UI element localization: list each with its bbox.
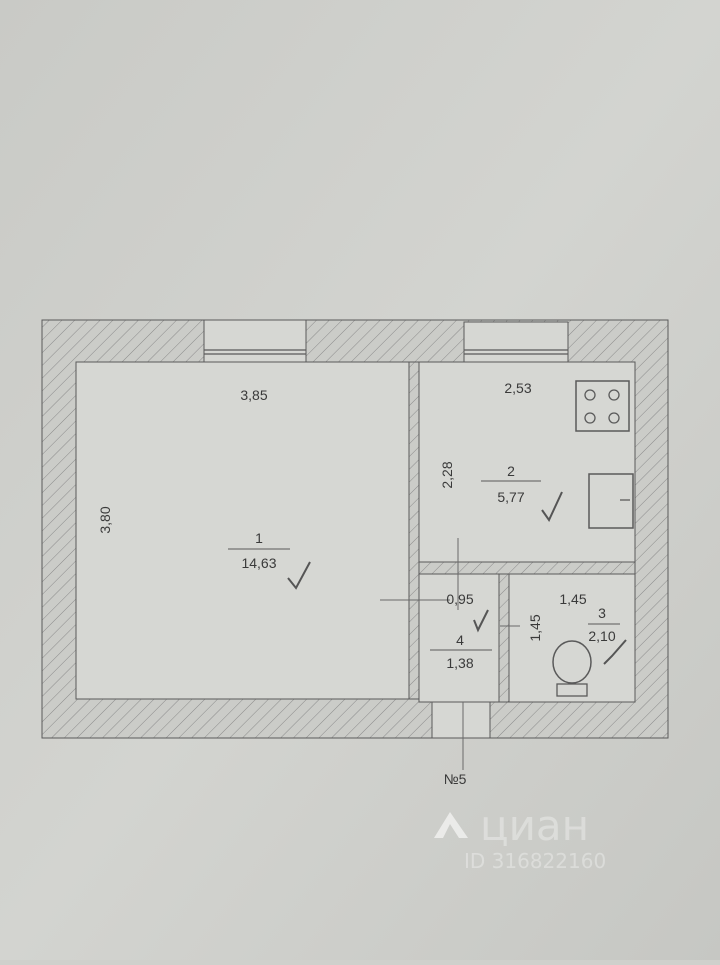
- room-3-width: 1,45: [559, 591, 586, 607]
- room-2-length: 2,28: [439, 461, 455, 488]
- room-1-number: 1: [255, 530, 263, 546]
- room-1-check-icon: [287, 561, 311, 590]
- room-4-area: 1,38: [446, 655, 473, 671]
- room-1-length: 3,80: [97, 506, 113, 533]
- sink-icon: [588, 473, 634, 529]
- cian-logo-mark-icon: [434, 812, 468, 838]
- room-4-width: 0,95: [446, 591, 473, 607]
- room-2-width: 2,53: [504, 380, 531, 396]
- room-1-area: 14,63: [241, 555, 276, 571]
- room-3-area: 2,10: [588, 628, 615, 644]
- room-3-number: 3: [598, 605, 606, 621]
- cian-id: ID 316822160: [464, 849, 606, 873]
- room-4: [418, 573, 500, 703]
- kitchen-bath-wall: [418, 561, 636, 575]
- cian-logo: циан ID 316822160: [434, 801, 606, 873]
- room-3-check-icon: [603, 639, 627, 665]
- window-left: [203, 319, 307, 363]
- apartment-number: №5: [444, 771, 467, 787]
- room-1: [75, 361, 410, 700]
- stove-icon: [575, 380, 630, 432]
- room-2-check-icon: [541, 491, 563, 522]
- room-1-width: 3,85: [240, 387, 267, 403]
- room-4-check-icon: [473, 609, 489, 633]
- bath-corridor-wall: [498, 573, 510, 703]
- cian-brand: циан: [480, 801, 589, 850]
- toilet-icon: [552, 640, 592, 697]
- room-4-number: 4: [456, 632, 464, 648]
- room-2-area: 5,77: [497, 489, 524, 505]
- entrance-door: [431, 701, 491, 739]
- room-3: [508, 573, 636, 703]
- room-3-length: 1,45: [527, 614, 543, 641]
- partition-wall: [408, 361, 420, 700]
- room-2-number: 2: [507, 463, 515, 479]
- window-right: [463, 321, 569, 363]
